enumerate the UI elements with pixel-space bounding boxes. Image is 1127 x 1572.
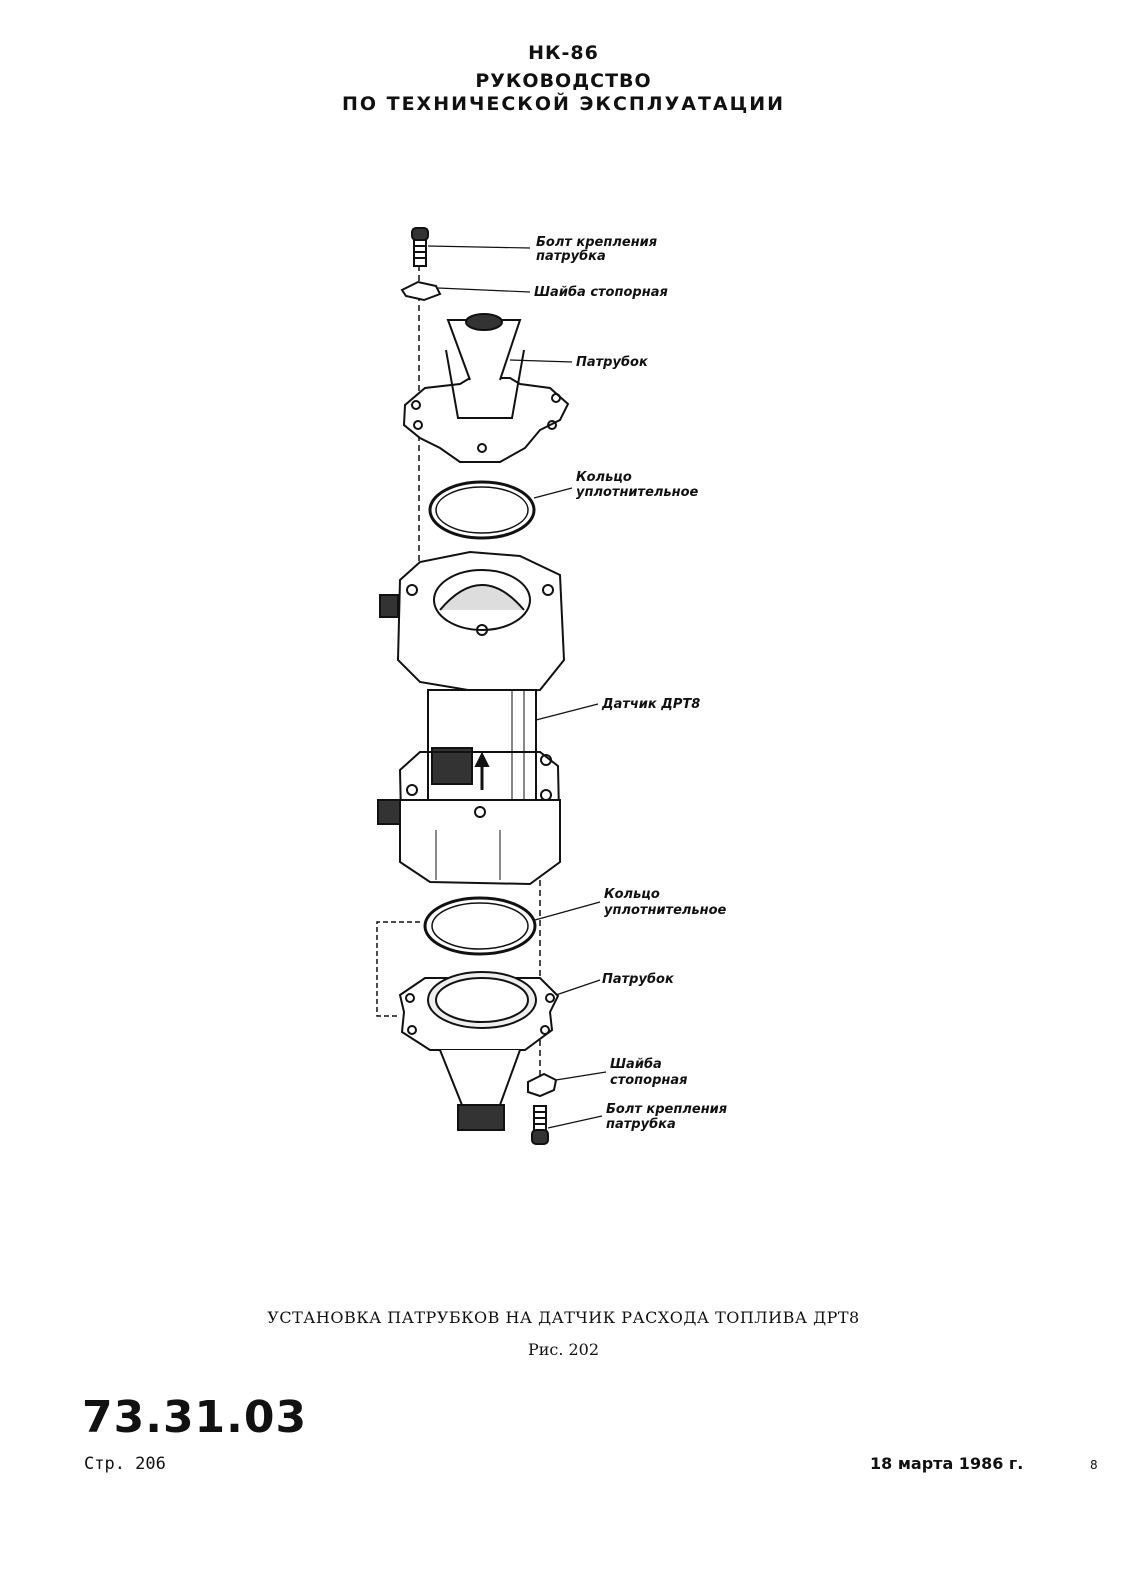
label-ring-bottom-2: уплотнительное: [604, 903, 727, 918]
label-ring-top-2: уплотнительное: [576, 485, 699, 500]
label-washer-bottom-1: Шайба: [610, 1057, 662, 1072]
seal-ring-bottom: [423, 896, 537, 956]
label-washer-top: Шайба стопорная: [534, 285, 668, 300]
label-ring-bottom-1: Кольцо: [604, 887, 660, 902]
exploded-assembly-drawing: Болт крепления патрубка Шайба стопорная …: [376, 227, 727, 1145]
label-bolt-bottom-2: патрубка: [606, 1117, 676, 1132]
manual-title-line2: ПО ТЕХНИЧЕСКОЙ ЭКСПЛУАТАЦИИ: [341, 93, 786, 115]
bracket-line: [376, 921, 420, 1017]
bolt-bottom: [531, 1105, 549, 1145]
label-sensor: Датчик ДРТ8: [601, 697, 700, 712]
manual-title-line1: РУКОВОДСТВО: [475, 70, 652, 92]
label-bolt-bottom-1: Болт крепления: [606, 1102, 727, 1117]
label-ring-top-1: Кольцо: [576, 470, 632, 485]
manual-model: НК-86: [528, 42, 599, 64]
figure-caption: УСТАНОВКА ПАТРУБКОВ НА ДАТЧИК РАСХОДА ТО…: [267, 1308, 860, 1327]
label-bolt-top-1: Болт крепления: [536, 235, 657, 250]
washer-top: [400, 280, 442, 302]
document-code: 73.31.03: [82, 1392, 308, 1443]
label-pipe-top: Патрубок: [576, 355, 649, 370]
corner-mark: 8: [1090, 1458, 1098, 1472]
sensor-body: [377, 550, 566, 886]
pipe-bottom: [398, 971, 560, 1131]
label-pipe-bottom: Патрубок: [602, 972, 675, 987]
figure-number: Рис. 202: [527, 1340, 600, 1359]
pipe-top: [402, 313, 570, 463]
label-washer-bottom-2: стопорная: [610, 1073, 688, 1088]
revision-date: 18 марта 1986 г.: [870, 1454, 1024, 1473]
label-bolt-top-2: патрубка: [536, 249, 606, 264]
page-number: Стр. 206: [84, 1454, 166, 1474]
washer-bottom: [527, 1072, 558, 1098]
bolt-top: [411, 227, 429, 267]
seal-ring-top: [428, 480, 536, 540]
